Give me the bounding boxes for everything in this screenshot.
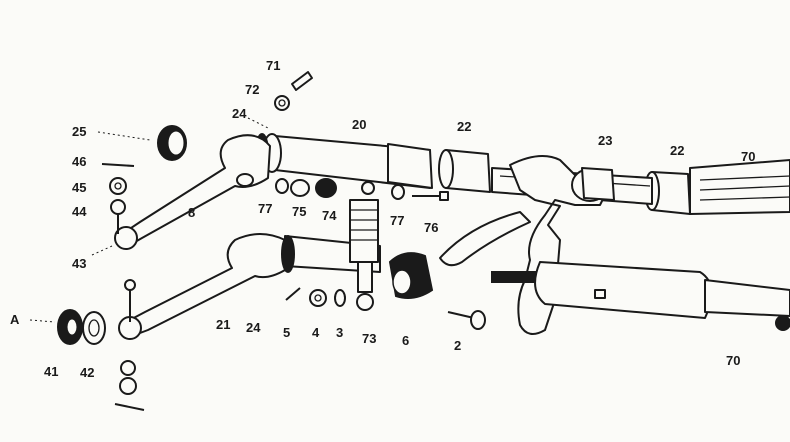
callout-20: 20 (352, 117, 366, 132)
rubber-mount-6 (388, 252, 434, 299)
callout-41: 41 (44, 364, 58, 379)
callout-3: 3 (336, 325, 343, 340)
callout-75: 75 (292, 204, 306, 219)
shock-absorber-73 (349, 181, 379, 311)
callout-70-upper: 70 (741, 149, 755, 164)
callout-45: 45 (72, 180, 86, 195)
callout-73: 73 (362, 331, 376, 346)
callout-4: 4 (312, 325, 320, 340)
leader-lines (29, 117, 269, 323)
callout-70-lower: 70 (726, 353, 740, 368)
small-parts (57, 71, 486, 411)
callout-43: 43 (72, 256, 86, 271)
bush-23 (581, 167, 615, 201)
callout-44: 44 (72, 204, 87, 219)
callout-42: 42 (80, 365, 94, 380)
callout-24-upper: 24 (232, 106, 247, 121)
callout-labels: 71 72 24 25 20 22 23 22 70 46 45 44 8 77… (10, 58, 755, 380)
callout-22-right: 22 (670, 143, 684, 158)
callout-8: 8 (188, 205, 195, 220)
callout-77-left: 77 (258, 201, 272, 216)
callout-21: 21 (216, 317, 230, 332)
axle-tube-lower-70 (491, 261, 790, 331)
callout-77-right: 77 (390, 213, 404, 228)
callout-71: 71 (266, 58, 280, 73)
trailing-arm-upper-8 (114, 134, 271, 250)
callout-6: 6 (402, 333, 409, 348)
callout-76: 76 (424, 220, 438, 235)
callout-46: 46 (72, 154, 86, 169)
callout-24-lower: 24 (246, 320, 261, 335)
callout-25: 25 (72, 124, 86, 139)
callout-72: 72 (245, 82, 259, 97)
callout-74: 74 (322, 208, 337, 223)
callout-23: 23 (598, 133, 612, 148)
axle-tube-upper-70 (689, 159, 790, 215)
callout-22-left: 22 (457, 119, 471, 134)
callout-2: 2 (454, 338, 461, 353)
bush-22-left (438, 149, 491, 193)
callout-5: 5 (283, 325, 290, 340)
callout-A: A (10, 312, 20, 327)
